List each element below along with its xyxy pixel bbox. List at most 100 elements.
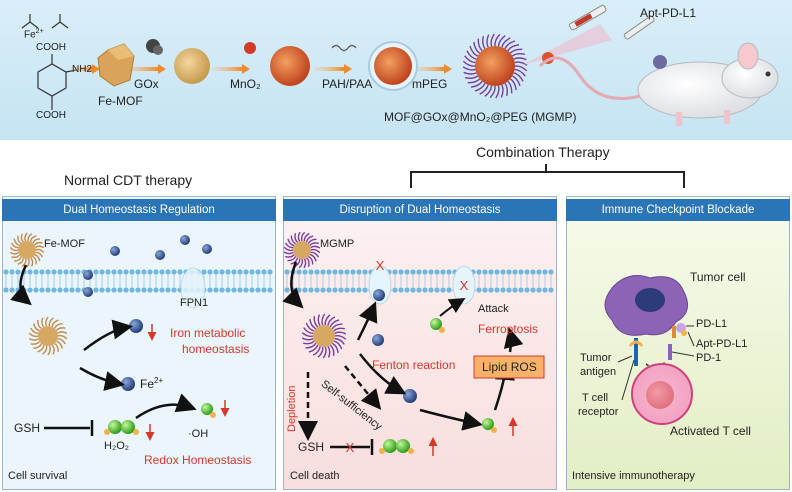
depletion-label: Depletion (286, 385, 298, 432)
arrow (356, 301, 378, 341)
fenton-reaction-label: Fenton reaction (372, 358, 456, 372)
synthesis-graphics (21, 4, 779, 126)
cell-survival-label: Cell survival (8, 470, 68, 482)
homeostasis-label: homeostasis (182, 342, 250, 356)
activated-t-cell-label: Activated T cell (670, 424, 751, 438)
apt-pd-l1-label: Apt-PD-L1 (696, 338, 748, 350)
cell-membrane-2 (284, 269, 554, 293)
pd-l1-binding-icon (672, 323, 687, 338)
mno2-label: MnO₂ (230, 77, 261, 91)
acetate-ligand (21, 14, 69, 29)
arrow (79, 366, 125, 391)
svg-text:X: X (460, 278, 469, 293)
fe-mof-label: Fe-MOF (98, 94, 143, 108)
gsh-label: GSH (14, 421, 41, 435)
mgmp-particle (462, 33, 528, 99)
syringe-icon (623, 15, 655, 40)
ros-molecule-icon (430, 318, 445, 333)
normal-cdt-title: Normal CDT therapy (64, 172, 193, 188)
arrow (282, 261, 304, 309)
arrow (135, 393, 197, 420)
iron-ion (129, 319, 143, 333)
oh-label: ·OH (188, 428, 209, 440)
coated-particle (374, 47, 412, 85)
mouse-icon (538, 42, 779, 126)
fe2-label: Fe2+ (140, 376, 164, 391)
endocytosed-mof (28, 316, 68, 356)
arrow (344, 365, 382, 410)
svg-text:X: X (376, 258, 385, 273)
iron-ion (155, 250, 165, 260)
panel-immune-checkpoint (566, 196, 790, 490)
mgmp-label: MGMP (320, 238, 355, 250)
arrow (419, 408, 483, 431)
combination-therapy-title: Combination Therapy (476, 144, 610, 160)
cooh-top-label: COOH (36, 42, 66, 53)
panel2-header: Disruption of Dual Homeostasis (283, 199, 557, 221)
callout-lines (617, 325, 695, 401)
iron-ion (110, 246, 120, 256)
panel1-header: Dual Homeostasis Regulation (2, 199, 276, 221)
cooh-bottom-label: COOH (36, 110, 66, 121)
tumor-cell-label: Tumor cell (690, 270, 746, 284)
synthesis-arrows (70, 64, 452, 74)
fe-mof-label: Fe-MOF (44, 238, 85, 250)
tcr-antigen-icon (628, 338, 644, 366)
fe-ion-label: Fe2+ (24, 28, 44, 41)
block-x-icon: X (346, 440, 355, 455)
gox-label: GOx (134, 77, 159, 91)
attack-arrow (439, 297, 466, 317)
blocked-channel-icon: X (452, 265, 476, 305)
pah-paa-label: PAH/PAA (322, 77, 373, 91)
polymer-squiggle-icon (331, 44, 357, 52)
pd-l1-label: PD-L1 (696, 318, 728, 330)
mgmp-particle (283, 231, 321, 269)
iron-ion (373, 289, 385, 301)
arrow (83, 319, 133, 351)
combination-bracket (410, 164, 685, 188)
mpeg-label: mPEG (412, 77, 448, 91)
mno2-icon (244, 42, 256, 54)
iron-ion (121, 377, 135, 391)
redox-homeostasis-label: Redox Homeostasis (144, 453, 252, 467)
ferroptosis-label: Ferroptosis (478, 322, 539, 336)
iron-ion (202, 244, 212, 254)
fpn1-channel-icon (180, 267, 206, 309)
h2o2-label: H₂O₂ (104, 440, 130, 452)
intensive-immunotherapy-label: Intensive immunotherapy (572, 470, 695, 482)
iron-ion (180, 235, 190, 245)
hydroxyl-radical-icon (201, 403, 216, 418)
mgmp-full-label: MOF@GOx@MnO₂@PEG (MGMP) (384, 110, 577, 124)
h2o2-molecule-icon (104, 420, 139, 435)
tcr-label-2: receptor (578, 406, 619, 418)
cell-membrane-1 (3, 269, 273, 293)
arrow (359, 353, 407, 395)
mof-gox-mno2-particle (270, 46, 310, 86)
fe-mof-particle (9, 232, 45, 268)
nh2-label: NH2 (72, 64, 93, 75)
syringe-icon (568, 4, 607, 31)
iron-ion (83, 287, 93, 297)
iron-ion (372, 334, 384, 346)
apt-pd-l1-label: Apt-PD-L1 (640, 6, 697, 20)
panel3-header: Immune Checkpoint Blockade (566, 199, 790, 221)
lipid-ros-label: Lipid ROS (482, 360, 537, 374)
tumor-antigen-label-1: Tumor (580, 352, 612, 364)
iron-ion (403, 389, 417, 403)
gox-enzyme-icon (146, 39, 163, 55)
arrow (503, 327, 524, 353)
pd-1-icon (668, 344, 672, 360)
h2o2-molecule-icon (379, 439, 414, 454)
arrow (10, 264, 32, 306)
iron-metabolic-label: Iron metabolic (170, 326, 246, 340)
cell-death-label: Cell death (290, 470, 340, 482)
ros-molecule-icon (482, 418, 497, 433)
tumor-antigen-label-2: antigen (580, 366, 617, 378)
endocytosed-mgmp (301, 313, 347, 359)
pd-1-label: PD-1 (696, 352, 722, 364)
attack-label: Attack (478, 303, 509, 315)
lipid-ros-box (473, 355, 545, 379)
tcr-label-1: T cell (582, 392, 609, 404)
mof-gox-particle (174, 48, 210, 84)
